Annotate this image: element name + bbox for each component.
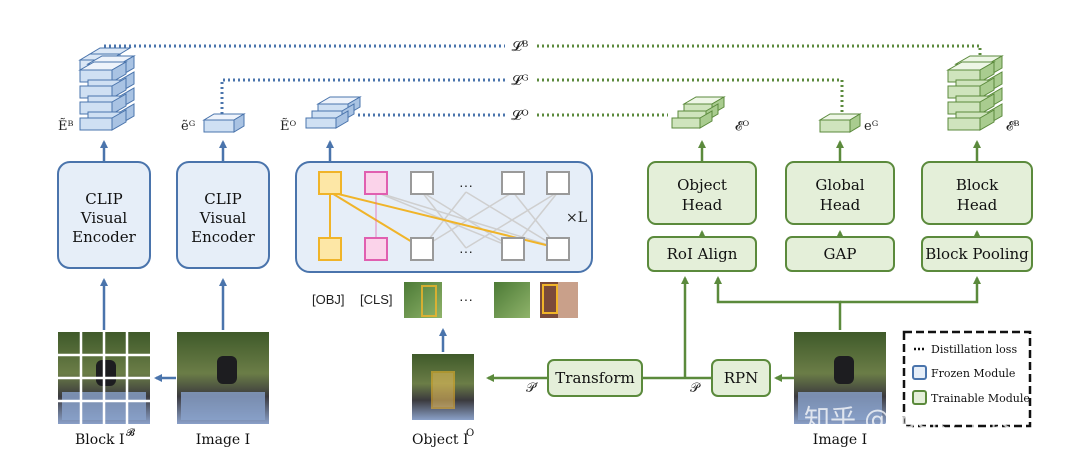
object-teacher-label: Ẽᴼ — [280, 118, 296, 134]
image-left-label: Image I — [196, 432, 250, 448]
token-dots-top: ··· — [459, 177, 473, 193]
clip2-line3: Encoder — [191, 228, 256, 246]
block-image — [58, 332, 150, 424]
clip1-line3: Encoder — [72, 228, 137, 246]
loss-object-label: 𝓛ᴼ — [511, 108, 528, 124]
clip1-line1: CLIP — [85, 190, 122, 208]
gap-label: GAP — [824, 245, 857, 263]
block-pooling-label: Block Pooling — [925, 245, 1029, 263]
object-teacher-feature-stack — [305, 96, 362, 129]
legend-trainable-label: Trainable Module — [931, 392, 1030, 405]
patch-token-bottom — [410, 237, 434, 261]
cls-token-label: [CLS] — [360, 292, 393, 307]
image-right-label: Image I — [813, 432, 867, 448]
global-teacher-label: ẽᴳ — [181, 119, 195, 134]
object-image-label: Object I — [412, 432, 469, 448]
block-student-label: 𝓔ᴮ — [1006, 119, 1019, 134]
block-teacher-label: Ẽᴮ — [58, 118, 74, 134]
global-student-label: eᴳ — [864, 119, 878, 134]
legend-frozen-label: Frozen Module — [931, 367, 1015, 380]
loss-global-label: 𝓛ᴳ — [511, 73, 528, 89]
global-student-feature — [818, 113, 862, 133]
patch-token-top — [546, 171, 570, 195]
transform-label: Transform — [555, 369, 634, 387]
token-dots-bottom: ··· — [459, 243, 473, 259]
clip1-line2: Visual — [80, 209, 128, 227]
transformer-repeat-label: ×L — [566, 210, 587, 226]
obj-token-label: [OBJ] — [312, 292, 345, 307]
global-head-line2: Head — [820, 196, 861, 214]
cls-token-top — [364, 171, 388, 195]
patch-token-bottom — [546, 237, 570, 261]
cls-token-bottom — [364, 237, 388, 261]
legend-distillation-label: Distillation loss — [931, 343, 1017, 356]
clip2-line2: Visual — [199, 209, 247, 227]
patch-token-top — [410, 171, 434, 195]
global-teacher-feature — [202, 113, 246, 133]
legend: Distillation loss Frozen Module Trainabl… — [902, 330, 1032, 428]
obj-token-top — [318, 171, 342, 195]
legend-trainable-swatch — [912, 390, 927, 405]
p-label: 𝒫 — [690, 381, 701, 396]
object-image — [412, 354, 474, 420]
object-head-line1: Object — [677, 176, 727, 194]
loss-block-label: 𝓛ᴮ — [512, 39, 529, 55]
legend-frozen-swatch — [912, 365, 927, 380]
frozen-arrows — [100, 140, 447, 382]
trainable-arrows — [486, 140, 981, 382]
block-image-sup: 𝓑 — [126, 427, 135, 439]
object-student-label: 𝓔ᴼ — [735, 119, 749, 134]
p-prime-label: 𝒫′ — [526, 381, 538, 396]
block-student-feature-stack — [946, 55, 1004, 131]
patch-token-bottom — [501, 237, 525, 261]
block-head-line1: Block — [956, 176, 999, 194]
global-head-line1: Global — [815, 176, 864, 194]
clip2-line1: CLIP — [204, 190, 241, 208]
patch-thumb-2 — [494, 282, 530, 318]
patch-thumbnails — [404, 282, 578, 318]
block-teacher-cubes — [78, 55, 136, 131]
token-grid-top — [318, 171, 570, 195]
loss-global-line — [220, 78, 844, 114]
token-grid-bottom — [318, 237, 570, 261]
block-image-label: Block I — [75, 432, 125, 448]
rpn-label: RPN — [724, 369, 759, 387]
object-student-feature-stack — [671, 96, 726, 129]
roi-align-label: RoI Align — [667, 245, 738, 263]
object-head-line2: Head — [682, 196, 723, 214]
image-right — [794, 332, 886, 424]
patch-dots: ··· — [459, 291, 473, 307]
patch-token-top — [501, 171, 525, 195]
block-head-line2: Head — [957, 196, 998, 214]
watermark-text: 知乎 @rocky学长 — [804, 405, 1012, 435]
object-image-sup: O — [466, 428, 474, 439]
loss-block-line — [101, 44, 982, 60]
image-left — [177, 332, 269, 424]
obj-token-bottom — [318, 237, 342, 261]
